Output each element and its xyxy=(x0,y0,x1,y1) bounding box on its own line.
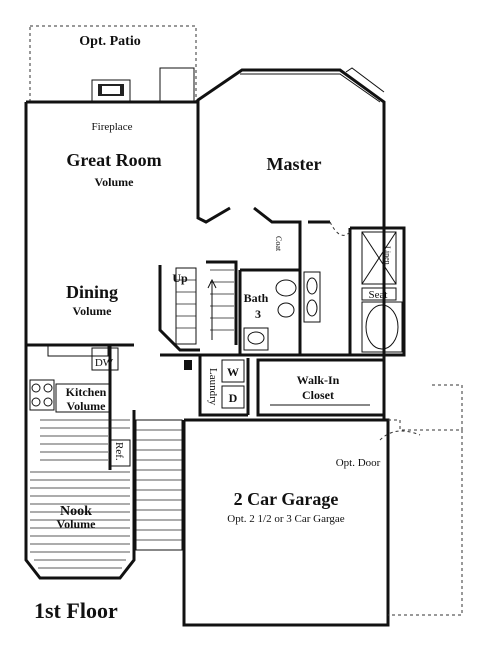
fireplace-icon xyxy=(91,79,131,103)
master-bay-window xyxy=(240,73,381,103)
label-garage-sub: Opt. 2 1/2 or 3 Car Gargae xyxy=(227,513,345,525)
label-coat: Coat xyxy=(274,236,283,252)
laundry-post xyxy=(184,360,192,370)
label-master: Master xyxy=(267,154,322,174)
floor-label: 1st Floor xyxy=(34,598,118,623)
label-nook: Nook xyxy=(60,504,92,519)
label-nook-sub: Volume xyxy=(57,517,97,531)
label-seat: Seat xyxy=(369,289,388,301)
kitchen-fixtures xyxy=(29,345,131,467)
label-dining: Dining xyxy=(66,282,118,302)
dryer xyxy=(221,385,245,409)
opt-door-swing xyxy=(379,430,421,441)
label-bath-number: 3 xyxy=(255,307,261,321)
garage-extension-outline xyxy=(388,419,463,616)
chimney-box xyxy=(159,67,195,103)
label-opt-door: Opt. Door xyxy=(336,457,381,469)
label-up: Up xyxy=(172,271,188,285)
master-tub xyxy=(361,301,403,353)
nook-hatching xyxy=(30,419,130,569)
label-dining-sub: Volume xyxy=(73,304,113,318)
entry-stoop xyxy=(135,419,183,551)
label-great-room-sub: Volume xyxy=(95,175,135,189)
master-shower xyxy=(361,231,397,301)
label-ref: Ref. xyxy=(113,442,125,461)
label-dw: DW xyxy=(95,357,114,369)
label-linen: Linen xyxy=(383,246,392,265)
label-dryer: D xyxy=(229,391,238,405)
closet-door-swing xyxy=(329,221,351,236)
label-kitchen-sub: Volume xyxy=(67,399,107,413)
label-fireplace: Fireplace xyxy=(92,121,133,133)
label-walkin: Walk-In xyxy=(297,373,340,387)
label-kitchen: Kitchen xyxy=(66,385,107,399)
label-garage: 2 Car Garage xyxy=(234,489,339,509)
label-washer: W xyxy=(227,365,239,379)
bath-fixtures xyxy=(243,271,321,351)
washer xyxy=(221,359,245,383)
label-laundry: Laundry xyxy=(207,368,219,406)
label-great-room: Great Room xyxy=(66,150,161,170)
label-bath: Bath xyxy=(244,291,269,305)
stairs xyxy=(158,260,238,352)
label-walkin-sub: Closet xyxy=(302,388,334,402)
label-patio: Opt. Patio xyxy=(79,34,140,49)
